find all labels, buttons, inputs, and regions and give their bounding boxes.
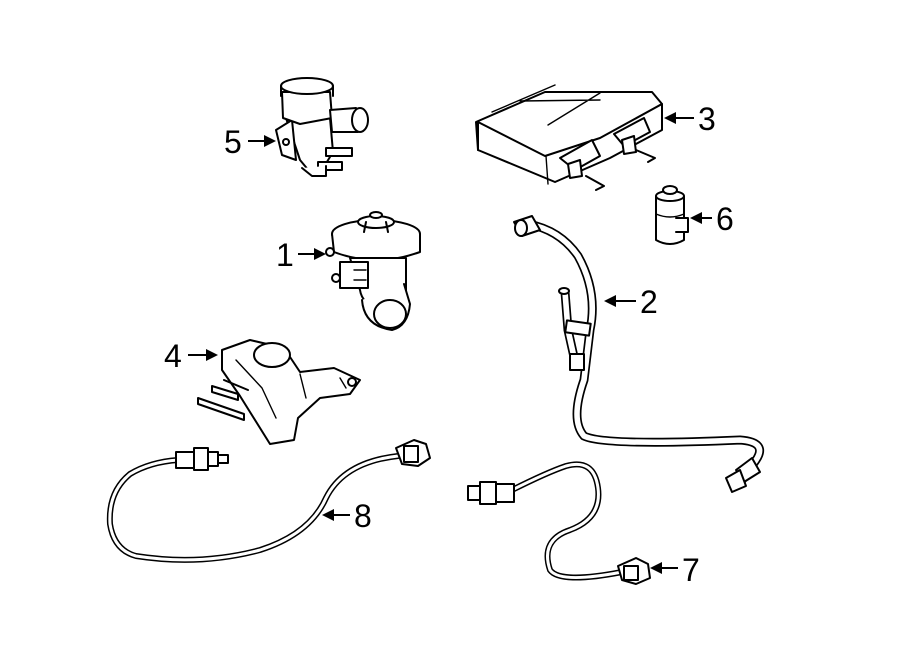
- callout-8-label: 8: [354, 498, 372, 534]
- callout-1-label: 1: [276, 237, 294, 273]
- callout-6: 6: [690, 201, 734, 237]
- callout-5: 5: [224, 124, 276, 160]
- callout-3-label: 3: [698, 101, 716, 137]
- callout-3: 3: [664, 101, 716, 137]
- part-1-egr-valve: [325, 211, 421, 331]
- part-6-valve: [655, 185, 689, 245]
- part-8-oxygen-sensor: [106, 439, 431, 563]
- callout-6-label: 6: [716, 201, 734, 237]
- part-7-oxygen-sensor: [467, 461, 651, 585]
- part-5-solenoid: [275, 77, 369, 177]
- callout-2: 2: [604, 284, 658, 320]
- callout-7: 7: [650, 552, 700, 588]
- callout-8: 8: [322, 498, 372, 534]
- callout-5-label: 5: [224, 124, 242, 160]
- callout-1: 1: [276, 237, 326, 273]
- callout-4-label: 4: [164, 338, 182, 374]
- part-3-canister: [475, 84, 663, 191]
- part-4-bracket: [197, 339, 361, 445]
- callout-7-label: 7: [682, 552, 700, 588]
- callout-4: 4: [164, 338, 218, 374]
- callout-2-label: 2: [640, 284, 658, 320]
- part-2-hose: [513, 215, 764, 493]
